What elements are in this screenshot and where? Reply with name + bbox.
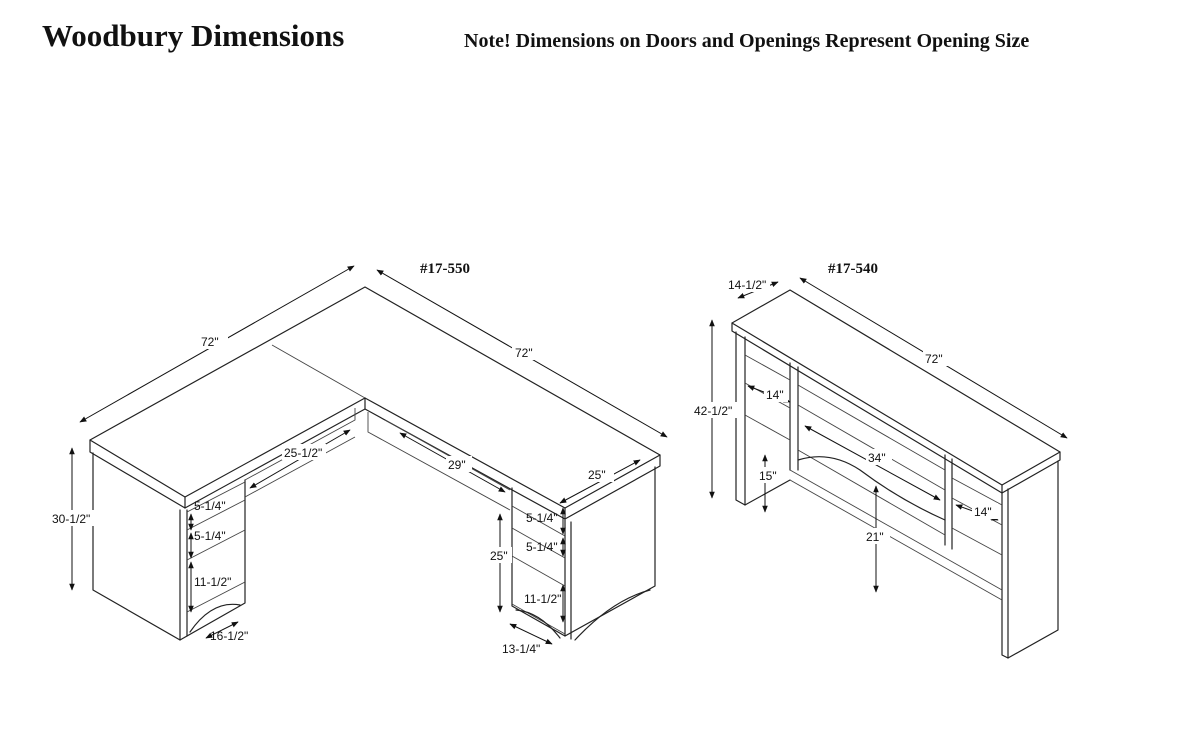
dim-hutch-center-width: 34" [868,451,886,465]
desk-top-edge [89,439,186,509]
dim-desk-inner-right: 29" [448,458,466,472]
hutch-right-side [1001,488,1009,659]
desk-drawing: #17-550 72" 72" 30-1/2" 25-1/2" 29" 25" … [50,261,668,656]
dim-hutch-width: 72" [925,352,943,366]
dim-hutch-height: 42-1/2" [694,404,732,418]
dim-desk-back-width: 72" [515,346,533,360]
dim-desk-l-shelf-bot: 11-1/2" [194,575,231,589]
dim-desk-l-base: 16-1/2" [210,629,248,643]
dim-desk-height: 30-1/2" [52,512,90,526]
hutch-left-side [735,331,746,506]
dim-hutch-right-shelf: 14" [974,505,992,519]
dim-desk-l-shelf-top: 5-1/4" [194,499,226,513]
dim-desk-l-shelf-mid: 5-1/4" [194,529,226,543]
hutch-drawing: #17-540 14-1/2" 72" 42-1/2" 14" 34" 15" … [692,261,1068,659]
dim-desk-r-shelf-top: 5-1/4" [526,511,558,525]
dim-desk-r-shelf-mid: 5-1/4" [526,540,558,554]
dim-hutch-left-shelf: 14" [766,388,784,402]
page-title: Woodbury Dimensions [42,18,345,53]
hutch-model: #17-540 [828,261,878,277]
desk-model: #17-550 [420,261,470,277]
desk-left-pedestal [92,452,181,641]
desk-right-inner [367,412,511,511]
page-note: Note! Dimensions on Doors and Openings R… [464,30,1030,52]
dim-desk-r-shelf-bot: 11-1/2" [524,592,561,606]
desk-top-seam [271,344,366,399]
dim-desk-left-width: 72" [201,335,219,349]
dim-desk-inner-left: 25-1/2" [284,446,322,460]
dim-hutch-left-low: 15" [759,469,777,483]
dim-desk-r-knee: 25" [490,549,508,563]
dim-desk-depth: 25" [588,468,606,482]
desk-top [89,286,661,509]
hutch-valance [797,456,946,521]
dim-desk-r-base: 13-1/4" [502,642,540,656]
dim-hutch-center-height: 21" [866,530,884,544]
dim-hutch-depth: 14-1/2" [728,278,766,292]
